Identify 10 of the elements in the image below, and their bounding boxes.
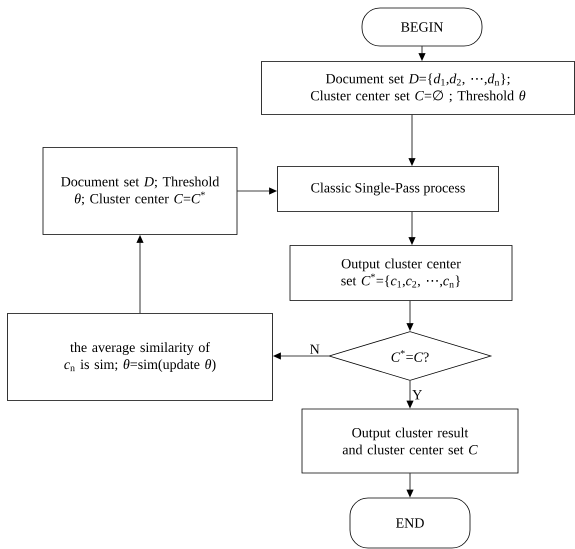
edge-label: Y [411,389,424,400]
terminal-box: BEGIN [362,8,482,46]
edge-label: N [308,344,321,355]
process-box: Output cluster center set C$^{*}$={c$_{1}$,c$_{2}$, ⋯,c$_{n}$} [290,245,512,301]
terminal-box: END [350,498,470,548]
process-box: Output cluster result and cluster center set C [302,408,518,474]
process-box: the average similarity of c$_{n}$ is sim; θ=sim(update θ) [7,313,273,401]
process-box: Document set D={d$_{1}$,d$_{2}$, ⋯,d$_{n}$}; Cluster center set C=∅ ; Threshold θ [261,61,575,115]
process-box: Document set D; Threshold θ; Cluster center C=C$^{*}$ [42,147,238,235]
process-box: Classic Single-Pass process [277,166,499,212]
